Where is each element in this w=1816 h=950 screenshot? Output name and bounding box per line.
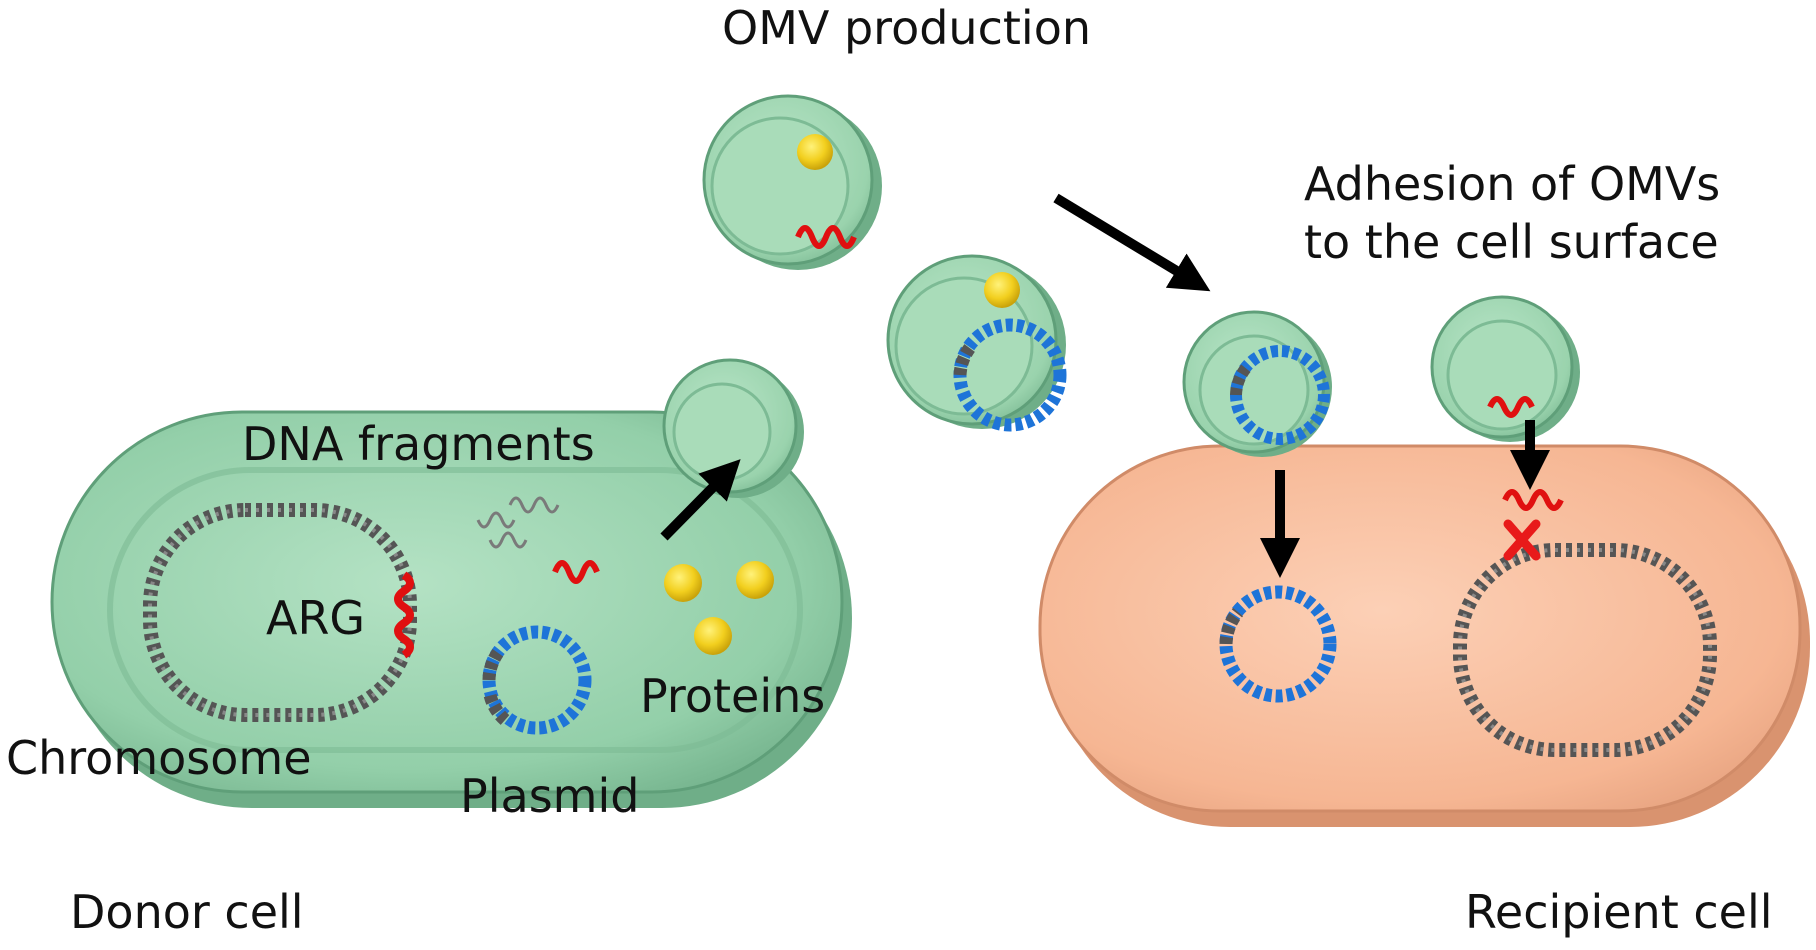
recipient-cell	[1038, 444, 1810, 827]
chromosome-label: Chromosome	[6, 731, 312, 785]
dna-fragments-label: DNA fragments	[242, 417, 595, 471]
omv-production-label: OMV production	[722, 1, 1091, 55]
omv-vesicle-1	[702, 94, 882, 270]
recipient-arg-fragment	[1502, 489, 1564, 511]
dna-fragment-arg	[552, 560, 600, 584]
donor-plasmid	[482, 625, 592, 735]
donor-cell-label: Donor cell	[70, 885, 304, 939]
recipient-chromosome	[1453, 543, 1717, 757]
recipient-cell-label: Recipient cell	[1465, 885, 1773, 939]
arg-label: ARG	[266, 591, 365, 645]
blocked-integration-mark	[1503, 519, 1541, 561]
adhered-omv-plasmid	[1182, 310, 1332, 457]
omv-vesicle-2	[886, 254, 1067, 432]
adhesion-label-line2: to the cell surface	[1304, 215, 1719, 269]
dna-fragments-grey	[476, 496, 560, 549]
proteins-label: Proteins	[640, 669, 825, 723]
plasmid-label: Plasmid	[460, 769, 639, 823]
adhered-omv-fragment	[1430, 295, 1580, 442]
recipient-plasmid	[1219, 585, 1337, 703]
donor-chromosome	[143, 503, 417, 722]
arg-segment	[394, 571, 414, 659]
adhesion-label-line1: Adhesion of OMVs	[1304, 157, 1720, 211]
donor-proteins	[664, 561, 774, 655]
arrow-to-recipient	[1053, 193, 1211, 292]
arrow-to-bud	[660, 459, 741, 541]
